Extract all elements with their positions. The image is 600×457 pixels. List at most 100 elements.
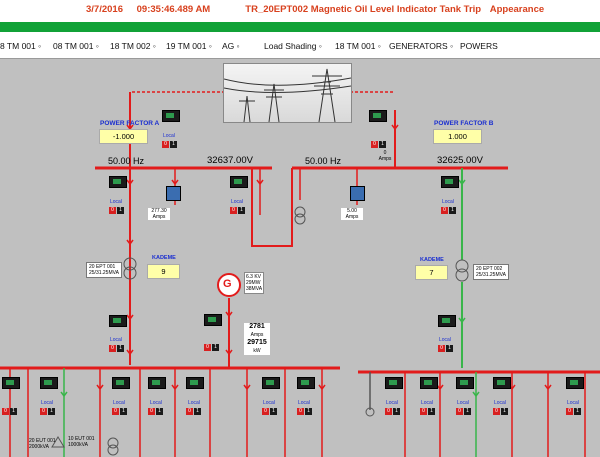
generator-icon[interactable]: G: [223, 278, 232, 290]
local-label: Local: [41, 400, 53, 406]
status-button[interactable]: 0: [566, 408, 573, 415]
relay-device[interactable]: [112, 377, 130, 389]
status-button[interactable]: 1: [170, 141, 177, 148]
status-button[interactable]: 0: [371, 141, 378, 148]
navigation-bar: 8 TM 001 ◦ 08 TM 001 ◦ 18 TM 002 ◦ 19 TM…: [0, 32, 600, 59]
status-button[interactable]: 0: [230, 207, 237, 214]
power-factor-a-value: -1.000: [99, 129, 148, 144]
relay-device[interactable]: [385, 377, 403, 389]
local-label: Local: [188, 400, 200, 406]
relay-device[interactable]: [186, 377, 204, 389]
status-button[interactable]: 0: [262, 408, 269, 415]
status-button[interactable]: 1: [156, 408, 163, 415]
nav-item-8tm001[interactable]: 8 TM 001 ◦: [0, 41, 42, 51]
relay-device[interactable]: [369, 110, 387, 122]
single-line-diagram: [0, 91, 600, 457]
relay-device[interactable]: [148, 377, 166, 389]
local-label: Local: [567, 400, 579, 406]
local-label: Local: [386, 400, 398, 406]
status-button[interactable]: 0: [109, 207, 116, 214]
status-button[interactable]: 1: [117, 345, 124, 352]
bus-b-frequency: 50.00 Hz: [305, 156, 342, 166]
status-button[interactable]: 0: [162, 141, 169, 148]
relay-device[interactable]: [109, 315, 127, 327]
relay-device[interactable]: [420, 377, 438, 389]
status-button[interactable]: 0: [438, 345, 445, 352]
local-label: Local: [494, 400, 506, 406]
status-button[interactable]: 0: [493, 408, 500, 415]
nav-item-18tm001[interactable]: 18 TM 001 ◦: [335, 41, 381, 51]
relay-device[interactable]: [162, 110, 180, 122]
power-factor-b-label: POWER FACTOR B: [434, 120, 494, 127]
nav-item-08tm001[interactable]: 08 TM 001 ◦: [53, 41, 99, 51]
nav-item-generators[interactable]: GENERATORS ◦: [389, 41, 454, 51]
local-label: Local: [263, 400, 275, 406]
status-button[interactable]: 0: [112, 408, 119, 415]
nav-item-load-shading[interactable]: Load Shading ◦: [264, 41, 322, 51]
nav-item-ag[interactable]: AG ◦: [222, 41, 240, 51]
status-button[interactable]: 0: [385, 408, 392, 415]
status-button[interactable]: 0: [2, 408, 9, 415]
status-button[interactable]: 1: [428, 408, 435, 415]
ammeter-icon[interactable]: [350, 186, 365, 201]
status-button[interactable]: 1: [574, 408, 581, 415]
status-button[interactable]: 1: [10, 408, 17, 415]
alarm-tag: TR_20EPT002: [245, 4, 309, 15]
nav-item-19tm001[interactable]: 19 TM 001 ◦: [166, 41, 212, 51]
status-button[interactable]: 1: [212, 344, 219, 351]
status-button[interactable]: 1: [305, 408, 312, 415]
status-button[interactable]: 1: [120, 408, 127, 415]
relay-device[interactable]: [441, 176, 459, 188]
status-button[interactable]: 1: [393, 408, 400, 415]
status-button[interactable]: 0: [148, 408, 155, 415]
status-button[interactable]: 0: [456, 408, 463, 415]
status-button[interactable]: 1: [117, 207, 124, 214]
status-button[interactable]: 0: [441, 207, 448, 214]
status-button[interactable]: 1: [449, 207, 456, 214]
kademe-right-value: 7: [415, 265, 448, 280]
relay-device[interactable]: [262, 377, 280, 389]
status-button[interactable]: 0: [204, 344, 211, 351]
status-button[interactable]: 1: [379, 141, 386, 148]
relay-device[interactable]: [109, 176, 127, 188]
status-button[interactable]: 1: [238, 207, 245, 214]
status-button[interactable]: 0: [40, 408, 47, 415]
status-button[interactable]: 1: [48, 408, 55, 415]
relay-device[interactable]: [204, 314, 222, 326]
status-button[interactable]: 0: [186, 408, 193, 415]
local-label: Local: [421, 400, 433, 406]
alarm-date: 3/7/2016: [86, 4, 123, 15]
power-factor-a-label: POWER FACTOR A: [100, 120, 160, 127]
status-button[interactable]: 1: [446, 345, 453, 352]
relay-device[interactable]: [493, 377, 511, 389]
status-button[interactable]: 0: [109, 345, 116, 352]
local-label: Local: [110, 337, 122, 343]
local-label: Local: [231, 199, 243, 205]
status-button[interactable]: 1: [270, 408, 277, 415]
relay-device[interactable]: [40, 377, 58, 389]
kademe-right-label: KADEME: [420, 257, 444, 263]
relay-device[interactable]: [438, 315, 456, 327]
alarm-time: 09:35:46.489 AM: [136, 4, 211, 15]
relay-device[interactable]: [566, 377, 584, 389]
transmission-tower-image: [223, 63, 352, 123]
relay-device[interactable]: [2, 377, 20, 389]
status-button[interactable]: 0: [297, 408, 304, 415]
relay-device[interactable]: [230, 176, 248, 188]
nav-item-18tm002[interactable]: 18 TM 002 ◦: [110, 41, 156, 51]
ammeter-icon[interactable]: [166, 186, 181, 201]
status-button[interactable]: 0: [420, 408, 427, 415]
relay-device[interactable]: [456, 377, 474, 389]
nav-item-powers[interactable]: POWERS: [460, 41, 498, 51]
alarm-row[interactable]: 3/7/2016 09:35:46.489 AM TR_20EPT002 Mag…: [86, 4, 544, 15]
status-button[interactable]: 1: [194, 408, 201, 415]
relay-device[interactable]: [297, 377, 315, 389]
status-button[interactable]: 1: [501, 408, 508, 415]
status-button[interactable]: 1: [464, 408, 471, 415]
